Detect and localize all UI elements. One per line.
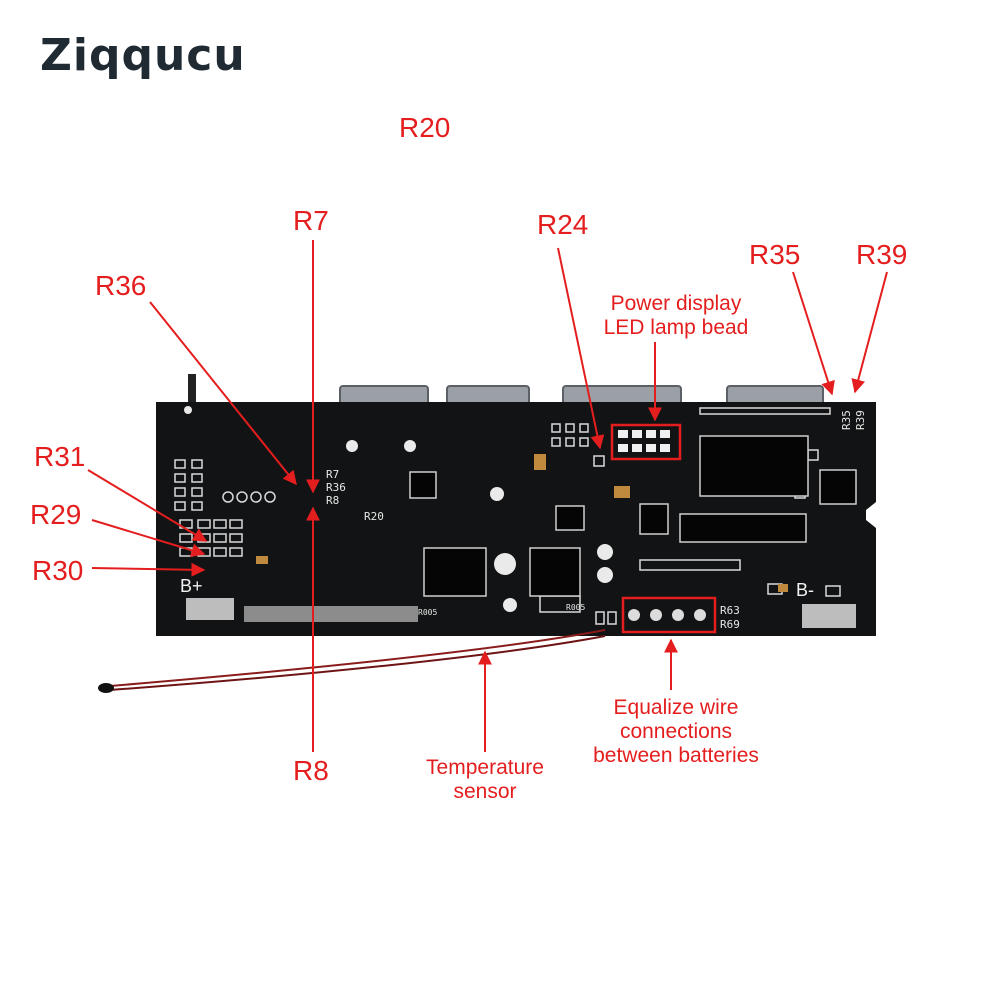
note-temperature-line1: Temperature (426, 756, 544, 779)
pointer-arrows (87, 240, 888, 752)
arrow-r35 (792, 271, 835, 396)
note-power-display-line1: Power display (610, 292, 742, 315)
note-equalize-line2: connections (619, 720, 733, 744)
usb-connectors (339, 385, 824, 407)
callout-r7: R7 (293, 205, 329, 236)
silk-r69: R69 (720, 618, 740, 631)
silk-r005-right: R005 (566, 603, 585, 612)
equalize-connector-highlight (621, 596, 717, 634)
pcb-chips (409, 435, 857, 597)
silk-r7: R7 (326, 468, 339, 481)
callout-r30: R30 (32, 555, 84, 586)
silk-b-plus: B+ (180, 576, 203, 596)
callout-r36: R36 (95, 270, 147, 301)
note-equalize-line1: Equalize wire (613, 696, 739, 719)
silk-r20: R20 (364, 510, 384, 523)
callout-r20: R20 (399, 112, 451, 143)
note-equalize-line3: between batteries (593, 744, 759, 768)
note-temperature-sensor: Temperature sensor (405, 756, 565, 804)
silk-r005-left: R005 (418, 608, 437, 617)
silk-r35: R35 (840, 410, 853, 430)
callout-r35: R35 (749, 239, 801, 270)
note-power-display-line2: LED lamp bead (603, 316, 749, 340)
note-temperature-line2: sensor (453, 780, 517, 804)
arrow-r36 (149, 301, 297, 486)
callout-r31: R31 (34, 441, 86, 472)
callout-r29: R29 (30, 499, 82, 530)
arrow-r29 (91, 519, 206, 558)
silk-r8: R8 (326, 494, 339, 507)
brand-logo: Ziqqucu (40, 30, 246, 81)
arrow-r39 (851, 271, 888, 394)
callout-r39: R39 (856, 239, 908, 270)
callout-r24: R24 (537, 209, 589, 240)
temperature-sensor-wire (98, 629, 606, 693)
brand-name: Ziqqucu (40, 30, 246, 81)
silk-r63: R63 (720, 604, 740, 617)
arrow-r24 (557, 247, 605, 450)
pcb-pads (174, 407, 841, 625)
led-lamp-bead-highlight (610, 423, 682, 461)
silk-r39: R39 (854, 410, 867, 430)
silk-r36: R36 (326, 481, 346, 494)
callout-r8: R8 (293, 755, 329, 786)
arrow-r30 (91, 562, 206, 577)
silk-b-minus: B- (796, 580, 814, 600)
note-equalize-wire: Equalize wire connections between batter… (570, 696, 782, 768)
pcb-board (156, 402, 876, 636)
arrow-r31 (87, 469, 208, 542)
note-power-display: Power display LED lamp bead (585, 292, 767, 340)
